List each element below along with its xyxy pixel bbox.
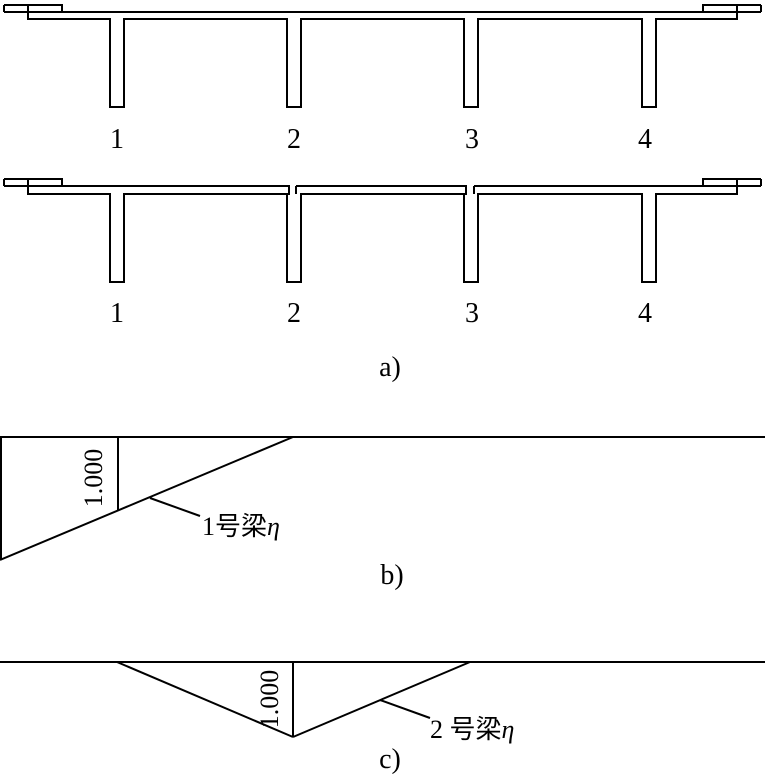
ordinate-value-b: 1.000 xyxy=(79,449,108,508)
girder-number-top-3: 3 xyxy=(465,124,479,155)
influence-slope-b xyxy=(0,436,294,561)
panel-c-influence-line xyxy=(0,661,765,738)
caption-b: b) xyxy=(380,560,403,591)
leader-line-c xyxy=(379,699,431,719)
bottom-deck-segment-3 xyxy=(463,185,738,283)
panel-a-top-cross-section xyxy=(3,4,762,108)
panel-b-influence-line xyxy=(0,436,765,561)
girder-number-top-1: 1 xyxy=(110,124,124,155)
eta-symbol-c: η xyxy=(502,715,515,744)
bottom-deck-segment-2 xyxy=(286,185,467,283)
caption-a: a) xyxy=(379,352,401,383)
line-label-b-text: 1号梁 xyxy=(202,512,267,541)
girder-number-bottom-1: 1 xyxy=(110,298,124,329)
caption-c: c) xyxy=(379,744,401,774)
line-label-c: 2 号梁η xyxy=(430,715,514,744)
top-deck-with-girders xyxy=(27,11,738,108)
line-label-c-text: 2 号梁 xyxy=(430,715,502,744)
left-bearing-detail-lower xyxy=(3,178,63,187)
girder-number-top-2: 2 xyxy=(287,124,301,155)
right-bearing-detail xyxy=(702,4,762,13)
eta-symbol-b: η xyxy=(267,512,280,541)
panel-a-bottom-cross-section xyxy=(3,178,762,283)
bottom-deck-segment-1 xyxy=(27,185,290,283)
leader-line-b xyxy=(149,497,201,517)
left-bearing-detail xyxy=(3,4,63,13)
ordinate-value-c: 1.000 xyxy=(255,670,284,729)
girder-number-bottom-3: 3 xyxy=(465,298,479,329)
girder-number-bottom-4: 4 xyxy=(638,298,652,329)
girder-number-bottom-2: 2 xyxy=(287,298,301,329)
girder-number-top-4: 4 xyxy=(638,124,652,155)
influence-left-slope-c xyxy=(116,661,294,738)
line-label-b: 1号梁η xyxy=(202,512,280,541)
right-bearing-detail-lower xyxy=(702,178,762,187)
